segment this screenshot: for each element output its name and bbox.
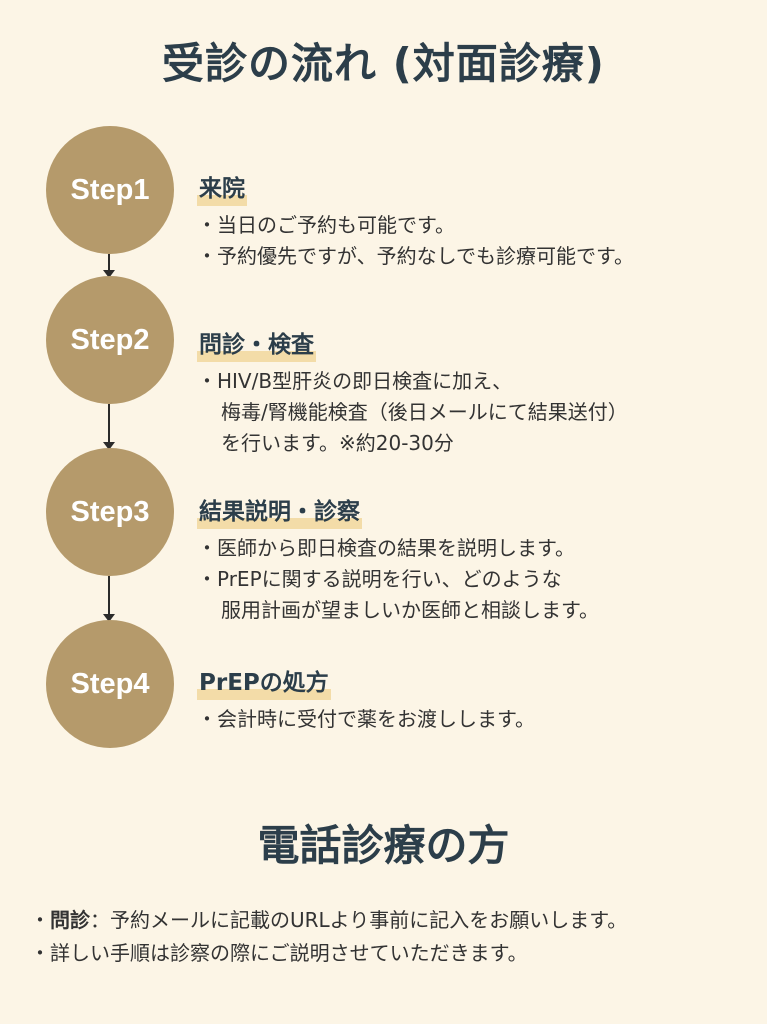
step2-line: ・HIV/B型肝炎の即日検査に加え、 [197,369,513,393]
step1-line: ・予約優先ですが、予約なしでも診療可能です。 [197,244,634,268]
step4-content: PrEPの処方 ・会計時に受付で薬をお渡しします。 [197,666,757,735]
arrow-down-icon [103,576,115,622]
step2-content: 問診・検査 ・HIV/B型肝炎の即日検査に加え、 梅毒/腎機能検査（後日メールに… [197,328,757,459]
step1-circle: Step1 [46,126,174,254]
step2-heading: 問診・検査 [197,328,316,362]
step2-line: を行います。※約20-30分 [221,431,454,455]
step3-content: 結果説明・診察 ・医師から即日検査の結果を説明します。 ・PrEPに関する説明を… [197,495,757,626]
remote-keyword: 問診 [50,908,90,932]
bullet: ・ [30,908,50,932]
step1-line: ・当日のご予約も可能です。 [197,213,455,237]
step1-content: 来院 ・当日のご予約も可能です。 ・予約優先ですが、予約なしでも診療可能です。 [197,172,757,272]
step3-line: 服用計画が望ましいか医師と相談します。 [221,598,599,622]
step1-heading: 来院 [197,172,247,206]
arrow-down-icon [103,254,115,278]
step3-line: ・医師から即日検査の結果を説明します。 [197,536,575,560]
step3-heading: 結果説明・診察 [197,495,362,529]
step2-line: 梅毒/腎機能検査（後日メールにて結果送付） [221,400,628,424]
remote-line-1: ・問診：予約メールに記載のURLより事前に記入をお願いします。 [30,904,760,937]
remote-notes: ・問診：予約メールに記載のURLより事前に記入をお願いします。 ・詳しい手順は診… [30,904,760,970]
arrow-down-icon [103,404,115,450]
remote-section-title: 電話診療の方 [257,821,510,870]
step4-circle: Step4 [46,620,174,748]
step2-circle: Step2 [46,276,174,404]
step4-line: ・会計時に受付で薬をお渡しします。 [197,707,535,731]
step3-circle: Step3 [46,448,174,576]
step4-heading: PrEPの処方 [197,666,331,700]
remote-line-2: ・詳しい手順は診察の際にご説明させていただきます。 [30,941,528,965]
page-title: 受診の流れ (対面診療) [161,39,605,88]
remote-line-text: ：予約メールに記載のURLより事前に記入をお願いします。 [90,908,628,932]
step3-line: ・PrEPに関する説明を行い、どのような [197,567,562,591]
